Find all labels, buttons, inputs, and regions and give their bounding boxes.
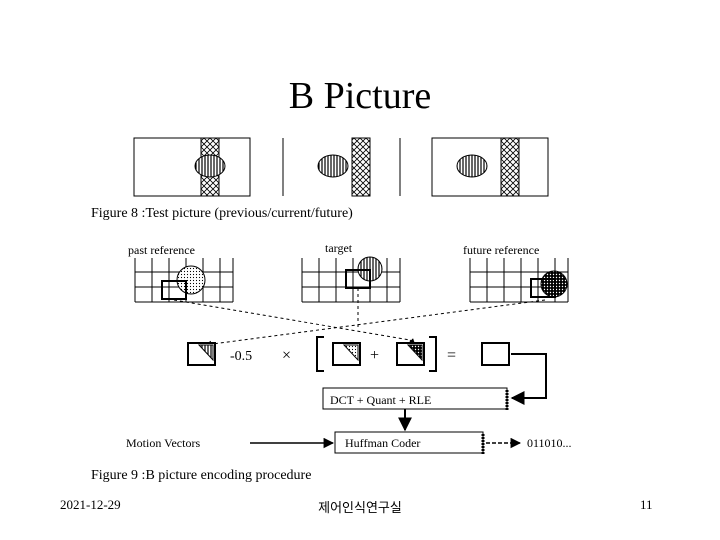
footer-date: 2021-12-29 xyxy=(60,497,121,512)
past-reference-label: past reference xyxy=(128,243,195,257)
figure9-caption: Figure 9 :B picture encoding procedure xyxy=(91,468,312,483)
motion-vectors-label: Motion Vectors xyxy=(126,436,200,450)
equals-sign: = xyxy=(447,347,456,364)
dct-block-label: DCT + Quant + RLE xyxy=(330,393,431,407)
huffman-coder-block: Huffman Coder xyxy=(334,431,485,455)
footer-page-number: 11 xyxy=(640,497,653,512)
past-reference-grid xyxy=(134,258,234,303)
future-reference-label: future reference xyxy=(463,243,539,257)
target-grid xyxy=(301,256,401,303)
current-picture xyxy=(282,137,401,197)
dct-quant-rle-block: DCT + Quant + RLE xyxy=(322,387,509,411)
footer-lab-name: 제어인식연구실 xyxy=(318,501,402,516)
future-reference-grid xyxy=(469,258,569,303)
target-label: target xyxy=(325,241,353,255)
figure8-caption: Figure 8 :Test picture (previous/current… xyxy=(91,206,353,221)
huffman-block-label: Huffman Coder xyxy=(345,436,420,450)
prediction-lines xyxy=(173,288,546,348)
times-sign: × xyxy=(282,347,291,364)
equation-row: -0.5 × + = xyxy=(187,336,510,372)
future-picture xyxy=(431,137,549,197)
feedback-arrow xyxy=(510,353,547,405)
plus-sign: + xyxy=(370,347,379,364)
slide-title: B Picture xyxy=(288,75,432,117)
previous-picture xyxy=(133,137,251,197)
output-bits-label: 011010... xyxy=(527,436,572,450)
coefficient-text: -0.5 xyxy=(230,349,252,364)
